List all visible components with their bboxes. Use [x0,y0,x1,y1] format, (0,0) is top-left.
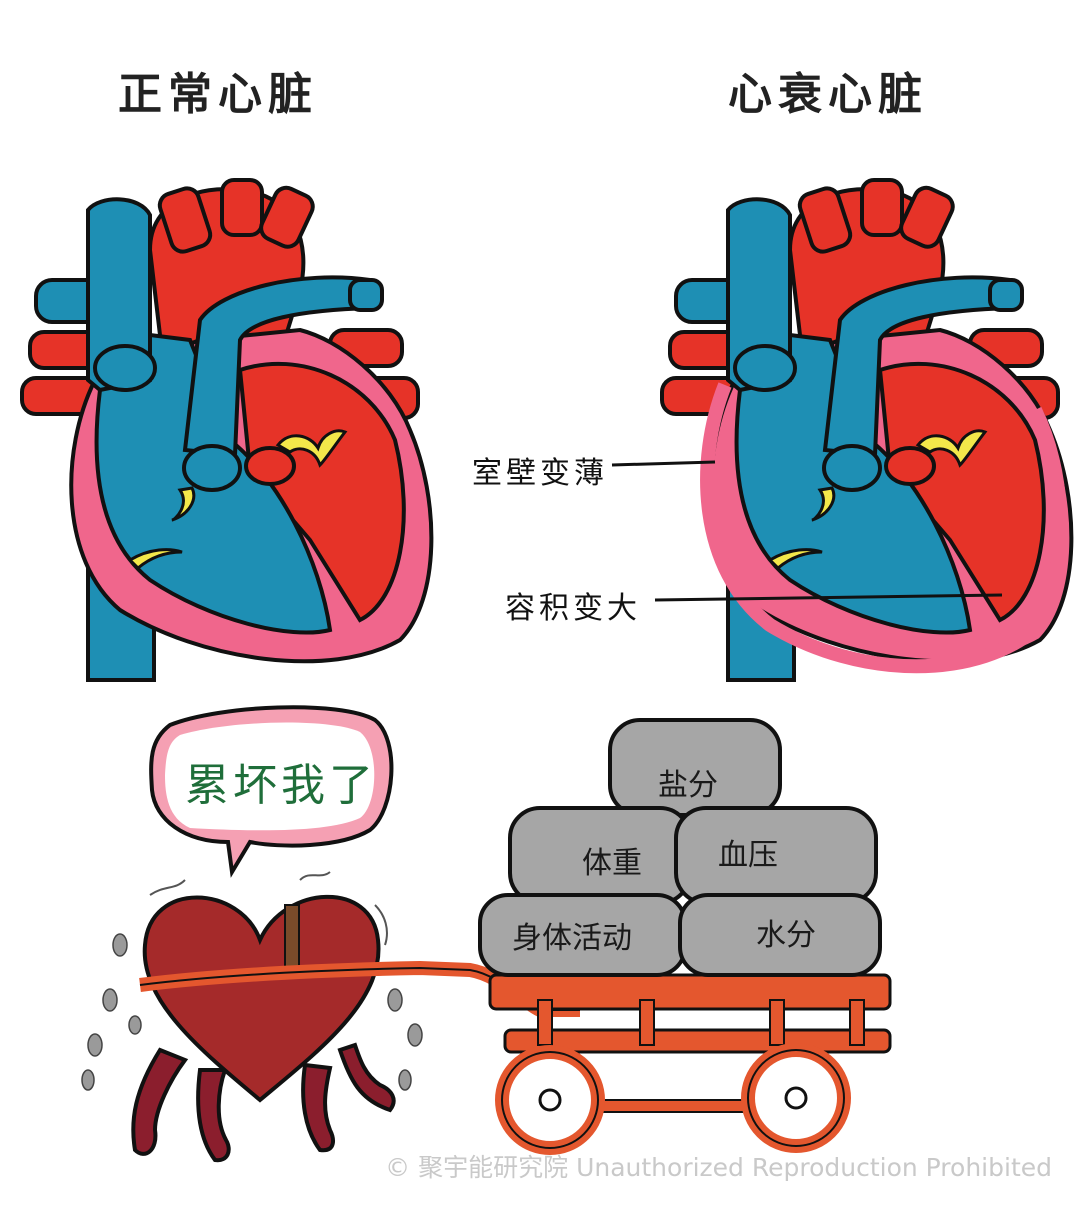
water-bag [678,893,882,977]
failing-heart-diagram [660,178,1074,682]
physical-activity-label: 身体活动 [512,921,632,956]
bubble-text: 累坏我了 [185,760,377,811]
volume-enlarged-label: 容积变大 [505,591,641,626]
wall-thinning-label: 室壁变薄 [472,456,608,491]
blood-pressure-label: 血压 [718,838,778,873]
tired-heart-character [81,871,580,1163]
wall-callout-line [611,460,716,467]
water-label: 水分 [756,918,816,953]
speech-bubble: 累坏我了 [149,705,394,878]
normal-heart-diagram [20,178,434,682]
volume-callout-line [654,593,1003,602]
watermark: © 聚宇能研究院 Unauthorized Reproduction Prohi… [385,1153,1052,1182]
load-bags: 盐分 体重 血压 身体活动 水分 [478,718,882,977]
salt-label: 盐分 [658,768,718,803]
failing-heart-title: 心衰心脏 [728,69,928,120]
normal-heart-title: 正常心脏 [118,69,318,120]
cart [488,973,892,1155]
weight-label: 体重 [582,846,642,881]
